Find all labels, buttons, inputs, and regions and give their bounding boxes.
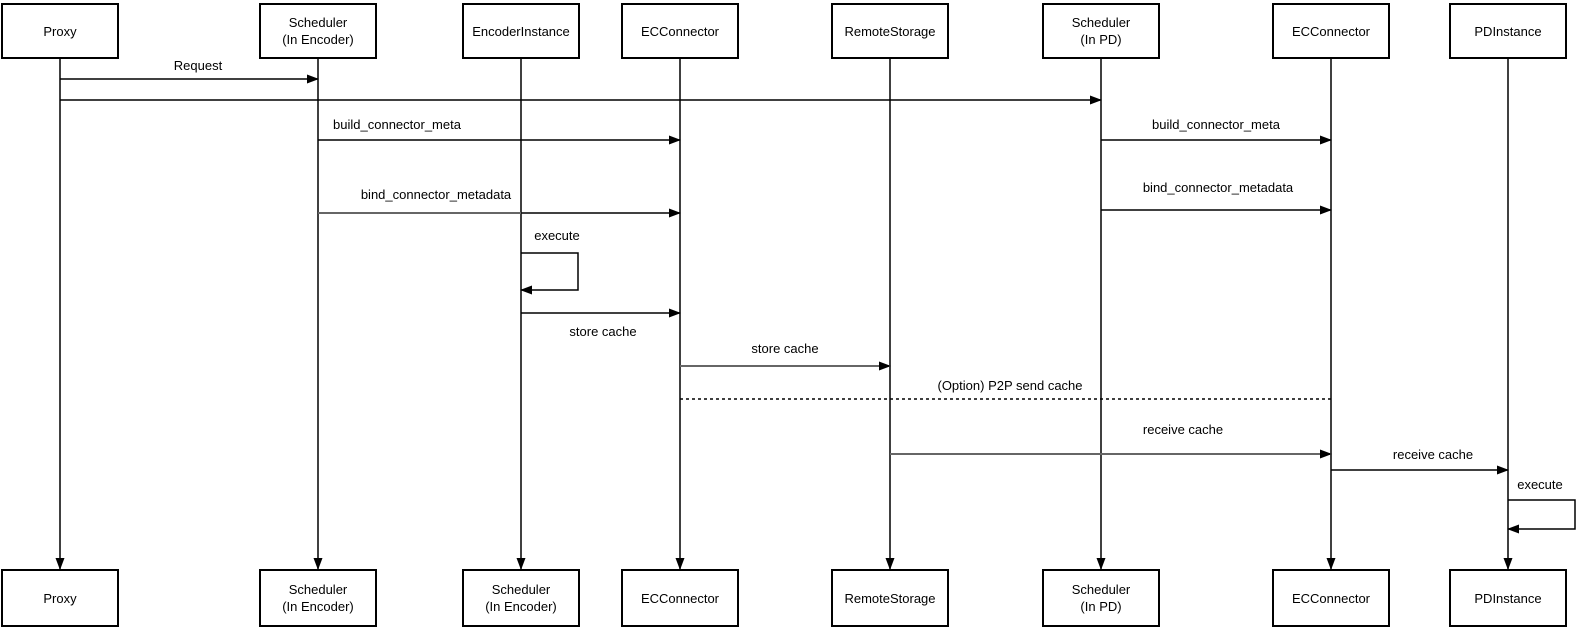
message-label-bind-connector-metadata-right: bind_connector_metadata [1142,180,1294,195]
actor-label: ECConnector [640,590,720,606]
actor-label: Scheduler (In Encoder) [485,582,557,614]
message-label-request: Request [173,58,223,73]
actor-bottom-proxy: Proxy [1,569,119,627]
self-loop-execute-encoder [520,252,579,295]
actor-label: Scheduler (In Encoder) [282,582,354,614]
actor-top-encoder-instance: EncoderInstance [462,3,580,59]
message-label-receive-cache-2: receive cache [1392,447,1474,462]
actor-bottom-pdinstance: PDInstance [1449,569,1567,627]
actor-label: EncoderInstance [472,23,570,39]
actor-label: ECConnector [640,23,720,39]
message-label-build-connector-meta-right: build_connector_meta [1152,117,1280,132]
actor-bottom-scheduler-pd: Scheduler (In PD) [1042,569,1160,627]
message-label-build-connector-meta-left: build_connector_meta [333,117,461,132]
actor-label: PDInstance [1474,590,1542,606]
actor-label: Scheduler (In PD) [1071,15,1131,47]
message-label-store-cache-1: store cache [569,324,637,339]
message-label-receive-cache-1: receive cache [1142,422,1224,437]
actor-top-remote-storage: RemoteStorage [831,3,949,59]
actor-label: Proxy [43,590,77,606]
actor-label: RemoteStorage [844,590,936,606]
actor-top-scheduler-encoder: Scheduler (In Encoder) [259,3,377,59]
actor-top-proxy: Proxy [1,3,119,59]
actor-label: PDInstance [1474,23,1542,39]
actor-bottom-scheduler-encoder: Scheduler (In Encoder) [259,569,377,627]
message-label-execute-encoder: execute [534,228,580,243]
actor-bottom-scheduler-encoder-2: Scheduler (In Encoder) [462,569,580,627]
actor-label: ECConnector [1291,590,1371,606]
message-label-p2p-send-cache: (Option) P2P send cache [937,378,1083,393]
message-label-bind-connector-metadata-left: bind_connector_metadata [360,187,512,202]
actor-top-ecconnector-2: ECConnector [1272,3,1390,59]
actor-label: Scheduler (In PD) [1071,582,1131,614]
actor-top-ecconnector-1: ECConnector [621,3,739,59]
message-label-store-cache-2: store cache [751,341,819,356]
actor-label: ECConnector [1291,23,1371,39]
actor-top-scheduler-pd: Scheduler (In PD) [1042,3,1160,59]
actor-label: Proxy [43,23,77,39]
actor-label: Scheduler (In Encoder) [282,15,354,47]
actor-top-pdinstance: PDInstance [1449,3,1567,59]
self-loop-execute-pd [1507,499,1576,534]
actor-label: RemoteStorage [844,23,936,39]
actor-bottom-ecconnector-2: ECConnector [1272,569,1390,627]
actor-bottom-remote-storage: RemoteStorage [831,569,949,627]
message-label-execute-pd: execute [1517,477,1563,492]
actor-bottom-ecconnector-1: ECConnector [621,569,739,627]
